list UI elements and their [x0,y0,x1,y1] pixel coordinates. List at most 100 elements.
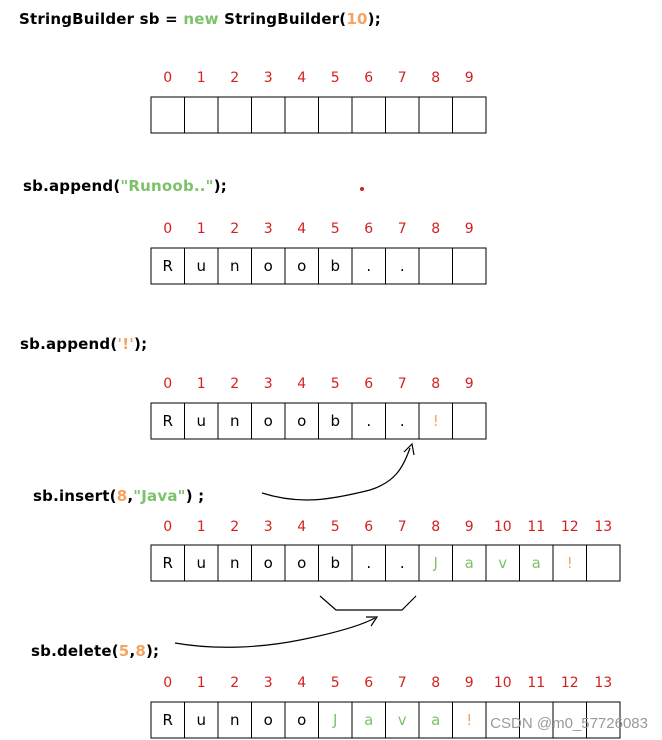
index-label: 13 [594,519,612,535]
statement-append-exclamation: sb.append('!'); [20,335,147,353]
statement-token: 8 [116,487,128,505]
index-label: 0 [163,519,172,535]
insert-arrow-line [261,447,411,501]
cell-char: . [366,412,371,430]
index-label: 7 [398,376,407,392]
array-cell [452,247,487,285]
cell-char: n [230,554,240,572]
cell-char: a [364,711,373,729]
index-label: 3 [264,675,273,691]
cell-char: R [163,711,173,729]
cell-char: v [398,711,407,729]
index-label: 8 [431,675,440,691]
array-cell [586,544,621,582]
statement-token: '!' [117,335,135,353]
cell-char: ! [567,554,573,572]
statement-token: sb.delete( [31,642,119,660]
index-label: 2 [230,519,239,535]
statement-append-runoob: sb.append("Runoob.."); [23,177,227,195]
index-label: 1 [197,70,206,86]
index-label: 1 [197,221,206,237]
cell-char: a [431,711,440,729]
red-dot [360,187,364,191]
cell-char: R [163,554,173,572]
index-label: 4 [297,519,306,535]
delete-arrow-line [174,617,376,648]
index-label: 5 [331,221,340,237]
cell-char: n [230,711,240,729]
index-label: 4 [297,376,306,392]
array-cell [351,96,386,134]
index-label: 0 [163,70,172,86]
statement-token: ); [134,335,148,353]
index-label: 7 [398,675,407,691]
array-cell [418,96,453,134]
cell-char: o [297,412,306,430]
index-label: 0 [163,221,172,237]
array-cell [284,96,319,134]
statement-token: "Runoob.." [120,177,214,195]
index-label: 1 [197,376,206,392]
array-cell [452,402,487,440]
statement-token: 8 [135,642,146,660]
array-cell [586,701,621,739]
index-label: 6 [364,675,373,691]
statement-token: ); [367,10,381,28]
statement-token: ) ; [185,487,205,505]
cell-char: . [400,257,405,275]
cell-char: . [366,257,371,275]
cell-char: R [163,412,173,430]
cell-char: . [400,554,405,572]
cell-char: b [330,412,340,430]
index-label: 9 [465,675,474,691]
statement-token: sb.append( [20,335,118,353]
cell-char: a [465,554,474,572]
index-label: 0 [163,376,172,392]
statement-token: 5 [118,642,130,660]
watermark: CSDN @m0_57726083 [490,715,648,732]
index-label: 4 [297,675,306,691]
index-label: 5 [331,675,340,691]
index-label: 6 [364,70,373,86]
index-label: 3 [264,221,273,237]
statement-token: 10 [346,10,368,28]
index-label: 1 [197,519,206,535]
index-label: 2 [230,221,239,237]
index-label: 8 [431,70,440,86]
statement-token: new [183,10,219,28]
index-label: 3 [264,376,273,392]
cell-char: n [230,257,240,275]
index-label: 6 [364,376,373,392]
statement-insert-java: sb.insert(8,"Java") ; [33,487,204,505]
index-label: 5 [331,376,340,392]
index-label: 3 [264,70,273,86]
index-label: 8 [431,221,440,237]
array-cell [251,96,286,134]
insert-arrow-head-icon [403,442,415,456]
array-cell [217,96,252,134]
index-label: 2 [230,675,239,691]
cell-char: o [297,711,306,729]
array-cell [184,96,219,134]
cell-char: . [366,554,371,572]
cell-char: o [297,257,306,275]
index-label: 11 [527,675,545,691]
cell-char: a [532,554,541,572]
statement-token: , [127,487,134,505]
array-cell [418,247,453,285]
cell-char: J [332,711,337,729]
index-label: 4 [297,70,306,86]
cell-char: ! [466,711,472,729]
index-label: 5 [331,70,340,86]
cell-char: o [264,412,273,430]
cell-char: o [264,711,273,729]
statement-token: , [129,642,136,660]
cell-char: o [297,554,306,572]
delete-arrow-head-icon [366,616,379,627]
statement-delete: sb.delete(5,8); [31,642,159,660]
